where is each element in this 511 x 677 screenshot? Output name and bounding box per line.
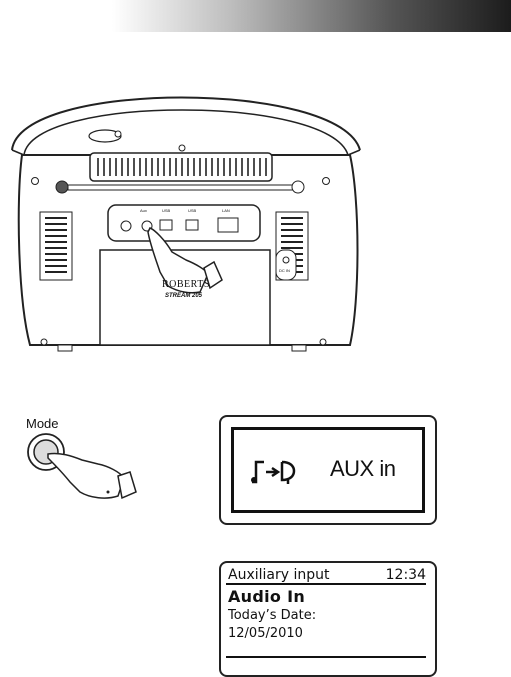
- display-divider-bottom: [226, 656, 426, 658]
- port-label-usb-2: USB: [188, 208, 196, 213]
- display-date-value: 12/05/2010: [228, 626, 303, 641]
- port-label-lan: LAN: [222, 208, 230, 213]
- port-label-aux: Aux: [140, 208, 147, 213]
- aux-input-icon: [248, 456, 298, 484]
- radio-model-label: STREAM 205: [165, 293, 202, 299]
- display-info-screen: Auxiliary input 12:34 Audio In Today’s D…: [219, 561, 437, 677]
- display-title: Audio In: [228, 587, 305, 606]
- mode-button-press-illustration[interactable]: [20, 430, 140, 510]
- port-label-usb-1: USB: [162, 208, 170, 213]
- mode-label: Mode: [26, 416, 59, 431]
- section-header-bar: [112, 0, 511, 32]
- display-divider-top: [226, 583, 426, 585]
- dc-in-label: DC IN: [279, 268, 290, 273]
- radio-brand-label: ROBERTS: [162, 279, 210, 290]
- aux-mode-text: AUX in: [330, 456, 395, 482]
- display-date-label: Today’s Date:: [228, 608, 316, 623]
- display-aux-screen: AUX in: [219, 415, 437, 525]
- display-aux-frame: AUX in: [231, 427, 425, 513]
